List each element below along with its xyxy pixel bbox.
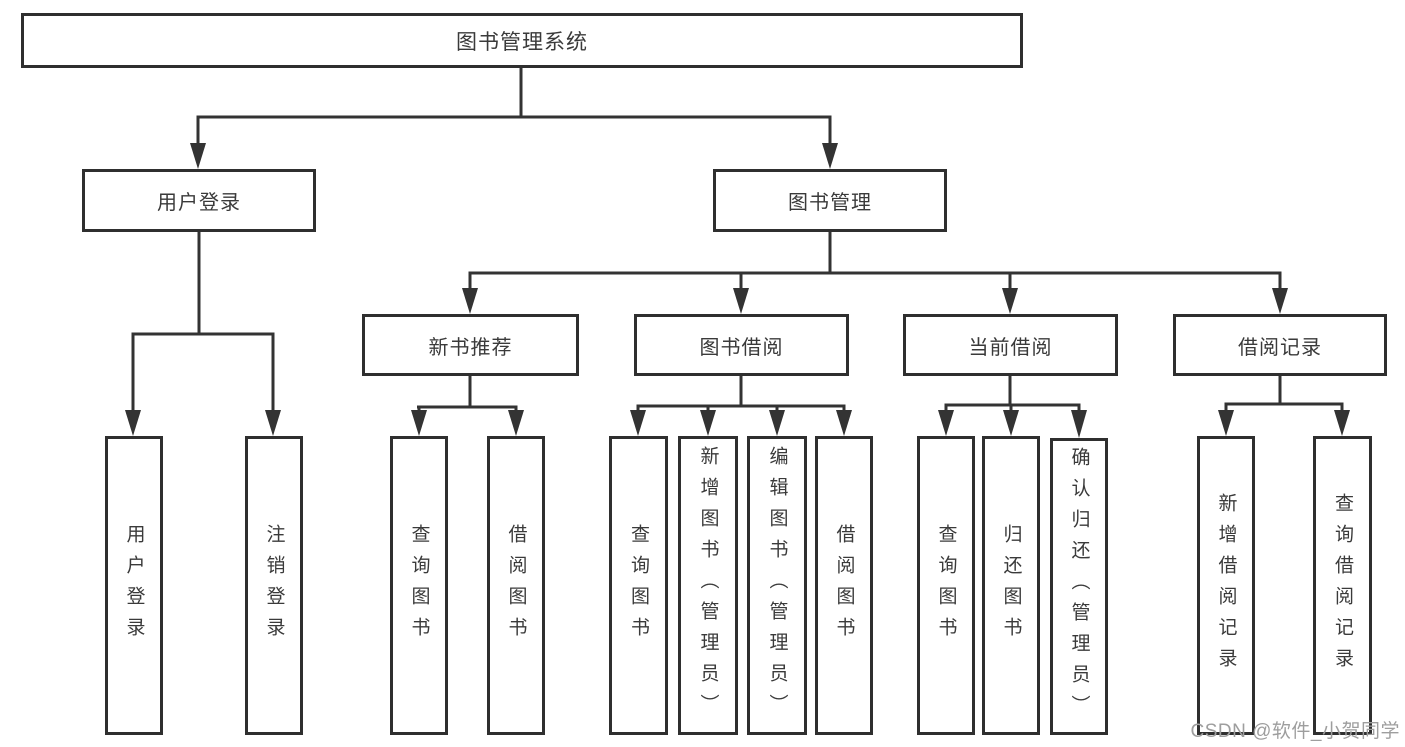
leaf-borrow-books: 借阅图书 [815,436,873,735]
node-label: 查询图书 [408,523,430,648]
node-user-login-branch: 用户登录 [82,169,316,232]
leaf-user-login: 用户登录 [105,436,163,735]
leaf-query-books-borrowing: 查询图书 [609,436,668,735]
leaf-edit-books-admin: 编辑图书（管理员） [747,436,807,735]
leaf-confirm-return-admin: 确认归还（管理员） [1050,438,1108,735]
node-label: 当前借阅 [968,336,1053,359]
node-label: 查询图书 [628,523,649,648]
node-new-book-recommend: 新书推荐 [362,314,579,376]
node-label: 编辑图书（管理员） [766,446,788,725]
leaf-add-borrow-record: 新增借阅记录 [1197,436,1255,735]
leaf-query-books-recommend: 查询图书 [390,436,448,735]
node-book-borrowing: 图书借阅 [634,314,849,376]
node-label: 新书推荐 [428,336,513,359]
leaf-query-books-current: 查询图书 [917,436,975,735]
node-label: 注销登录 [263,523,285,648]
node-book-management: 图书管理 [713,169,947,232]
csdn-watermark: CSDN @软件_小贺同学 [1190,721,1400,742]
node-label: 确认归还（管理员） [1068,447,1090,726]
node-current-borrowing: 当前借阅 [903,314,1118,376]
node-label: 借阅图书 [833,523,855,648]
leaf-add-books-admin: 新增图书（管理员） [678,436,738,735]
leaf-query-borrow-record: 查询借阅记录 [1313,436,1372,735]
node-label: 借阅记录 [1238,336,1322,359]
leaf-borrow-books-recommend: 借阅图书 [487,436,545,735]
node-label: 用户登录 [123,523,145,648]
node-label: 查询借阅记录 [1332,492,1353,679]
node-borrowing-records: 借阅记录 [1173,314,1387,376]
node-label: 图书借阅 [699,336,784,359]
node-label: 借阅图书 [505,523,527,648]
node-label: 归还图书 [1000,523,1022,648]
leaf-logout: 注销登录 [245,436,303,735]
node-label: 查询图书 [935,523,957,648]
leaf-return-books: 归还图书 [982,436,1040,735]
node-label: 图书管理 [788,192,872,214]
node-root-library-system: 图书管理系统 [21,13,1023,68]
node-label: 新增借阅记录 [1215,492,1237,679]
node-label: 新增图书（管理员） [697,446,719,725]
node-label: 图书管理系统 [456,30,588,54]
node-label: 用户登录 [157,192,241,214]
